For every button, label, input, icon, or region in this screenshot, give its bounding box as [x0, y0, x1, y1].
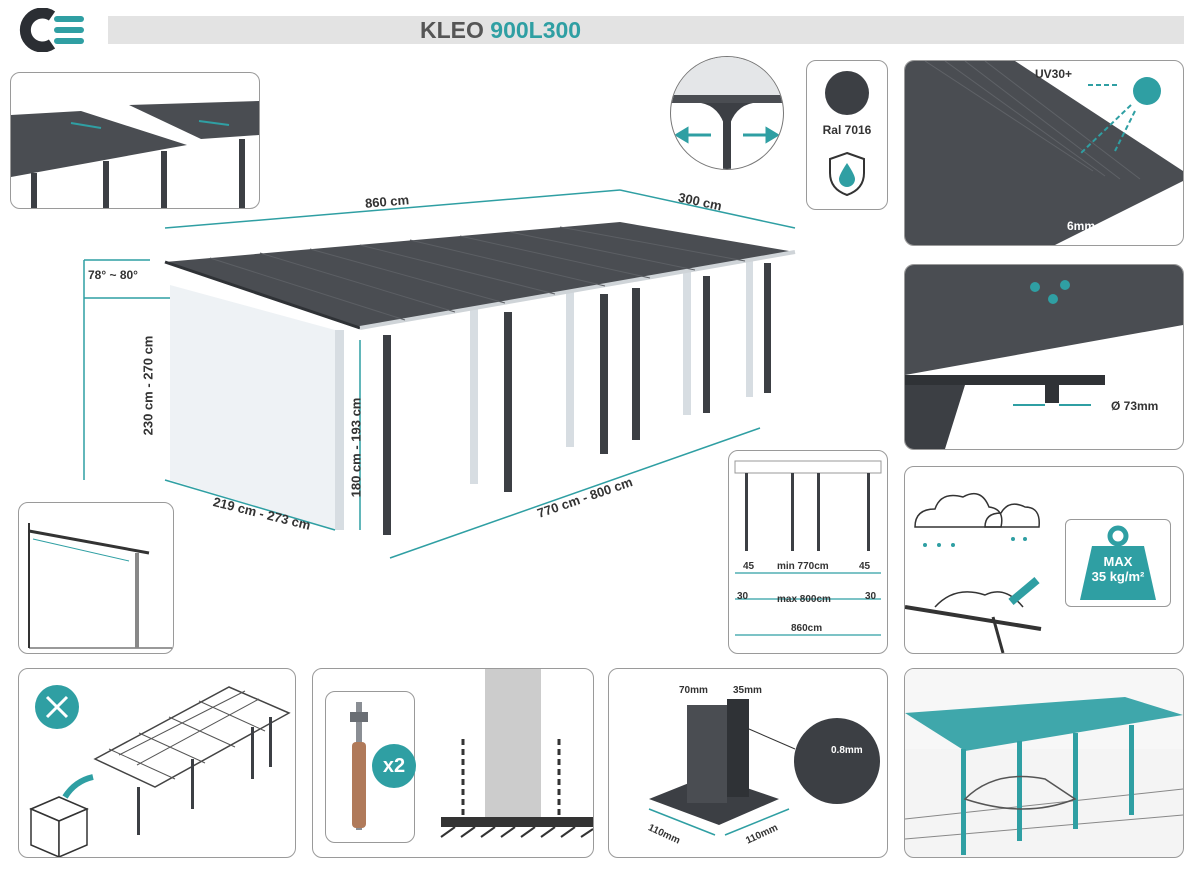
- qty-badge: x2: [372, 744, 416, 788]
- snow-load-panel: MAX 35 kg/m²: [904, 466, 1184, 654]
- spacing-right-30: 30: [865, 591, 877, 602]
- uv-label: UV30+: [1035, 67, 1073, 81]
- post-spacing-panel: 45 min 770cm 45 30 max 800cm 30 860cm: [728, 450, 888, 654]
- color-panel: Ral 7016: [806, 60, 888, 210]
- bracket-detail-circle: [670, 56, 784, 170]
- side-view-panel: [18, 502, 174, 654]
- title-model: 900L300: [490, 17, 582, 43]
- height-total-label: 230 cm - 270 cm: [140, 335, 156, 436]
- spacing-left-45: 45: [743, 561, 755, 572]
- water-shield-icon: [827, 151, 867, 197]
- width-35: 35mm: [733, 685, 762, 696]
- kit-assembly-panel: [18, 668, 296, 858]
- roof-assembly-panel: [10, 72, 260, 209]
- angle-label: 78° ~ 80°: [88, 268, 138, 282]
- uv-protection-panel: UV30+ 6mm: [904, 60, 1184, 246]
- brand-logo-icon: [14, 8, 94, 52]
- header-bar: [108, 16, 1184, 44]
- spacing-min: min 770cm: [777, 561, 829, 572]
- thickness-label: 6mm: [1067, 219, 1096, 233]
- spacing-right-45: 45: [859, 561, 871, 572]
- load-label: MAX 35 kg/m²: [1091, 554, 1145, 584]
- base-plate-panel: 70mm 35mm 0.8mm 110mm 110mm: [608, 668, 888, 858]
- spacing-left-30: 30: [737, 591, 749, 602]
- color-swatch: [825, 71, 869, 115]
- width-70: 70mm: [679, 685, 708, 696]
- scene-panel: [904, 668, 1184, 858]
- height-clear-label: 180 cm - 193 cm: [348, 397, 364, 498]
- bolt-card: x2: [325, 691, 416, 843]
- spacing-max: max 800cm: [777, 594, 831, 605]
- ral-label: Ral 7016: [822, 123, 872, 137]
- qty-label: x2: [382, 755, 406, 777]
- gutter-drain-panel: Ø 73mm: [904, 264, 1184, 450]
- page-title: KLEO 900L300: [420, 16, 581, 44]
- steel-thickness: 0.8mm: [831, 745, 863, 756]
- main-carport-diagram: [83, 189, 796, 559]
- spacing-total: 860cm: [791, 623, 823, 634]
- anchor-bolt-panel: x2: [312, 668, 594, 858]
- title-main: KLEO: [420, 17, 491, 43]
- diameter-label: Ø 73mm: [1111, 399, 1159, 413]
- load-badge: MAX 35 kg/m²: [1065, 519, 1171, 607]
